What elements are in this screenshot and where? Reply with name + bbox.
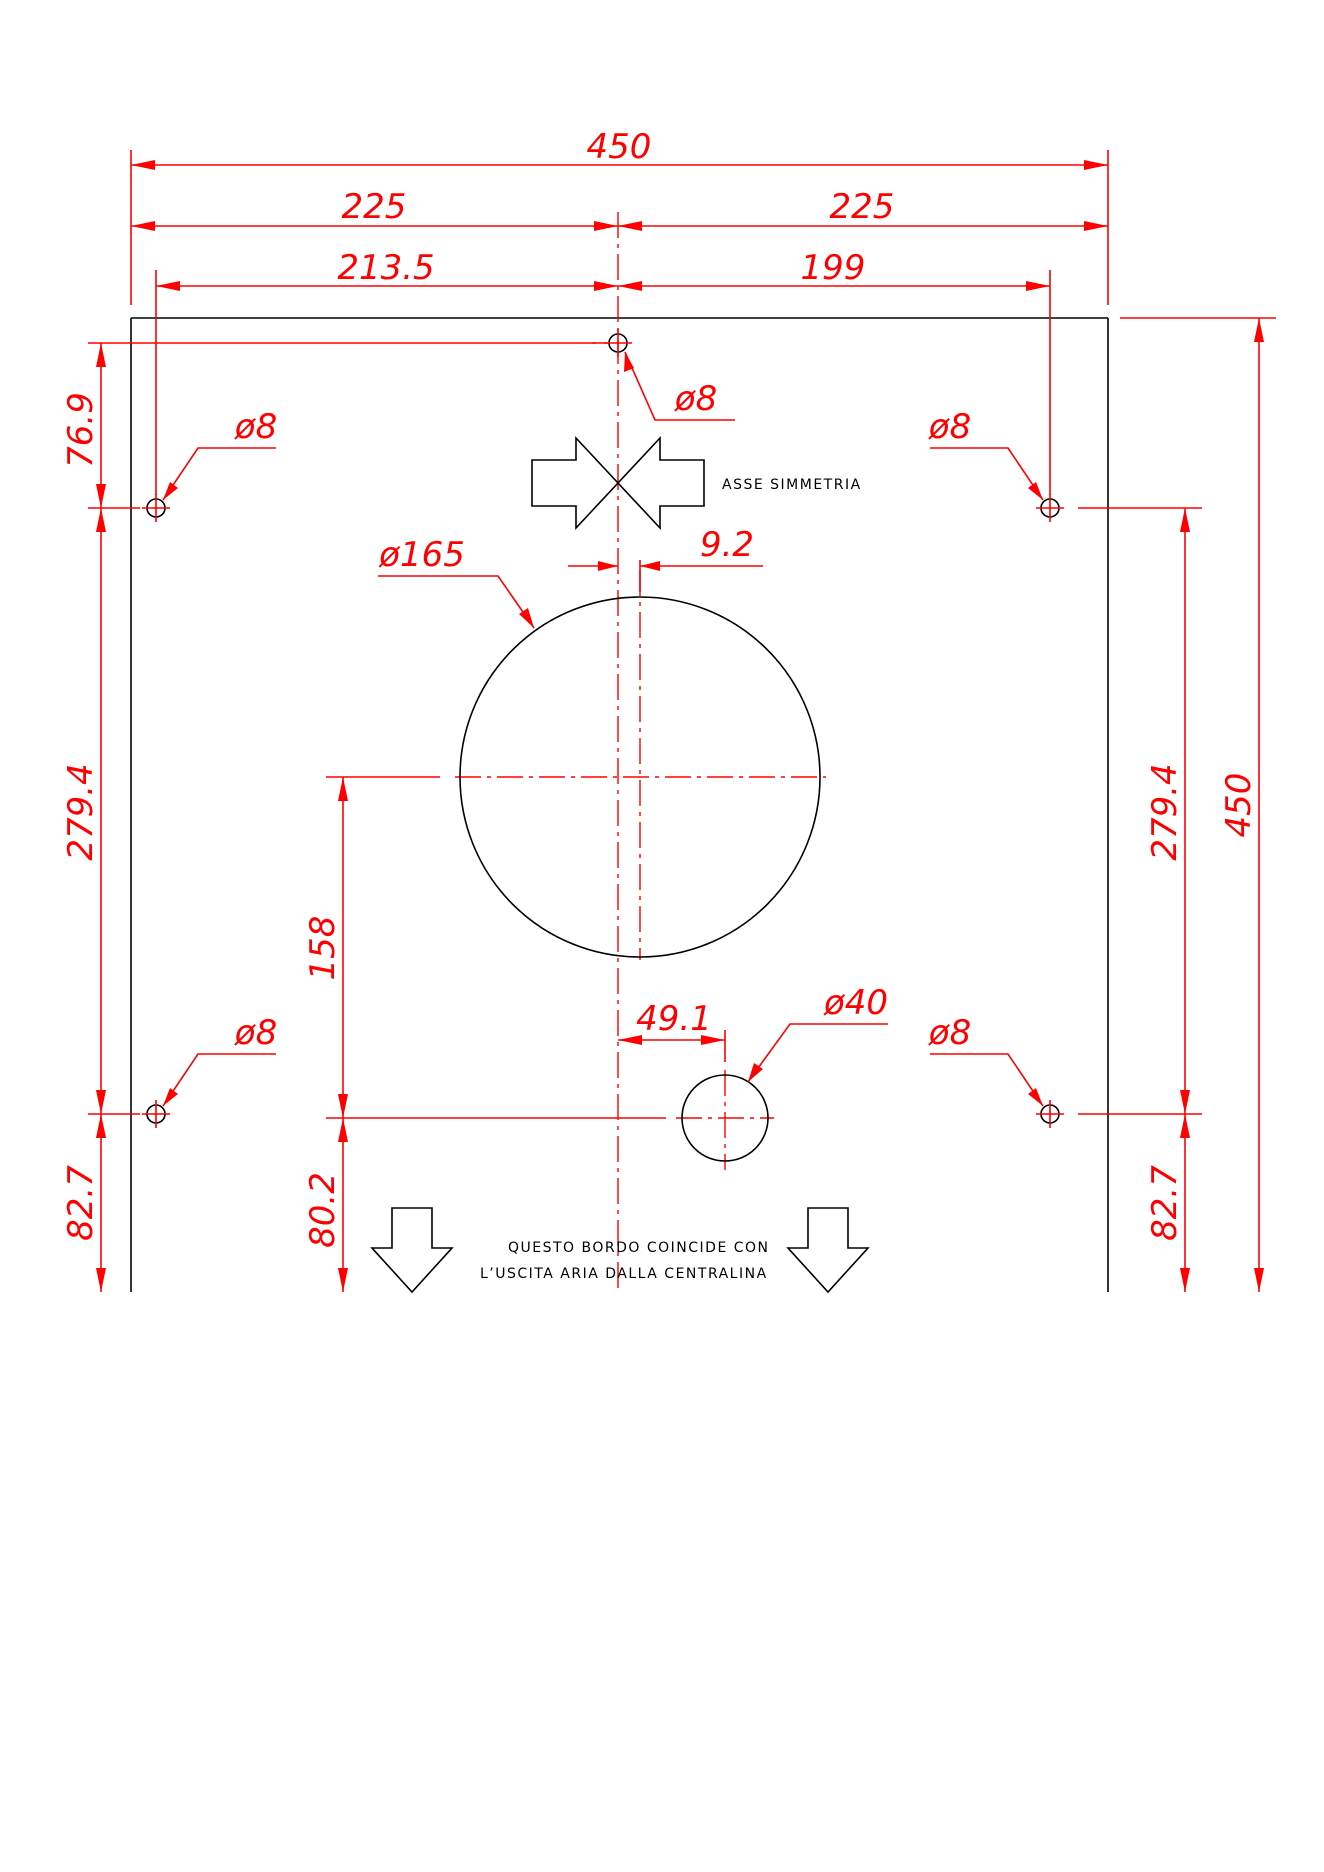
offset-dimensions bbox=[568, 560, 763, 1062]
dia-upper-right-hole: ø8 bbox=[928, 407, 971, 447]
holes bbox=[142, 329, 1064, 1161]
dim-half-right: 225 bbox=[830, 187, 895, 227]
dim-left-top: 76.9 bbox=[61, 392, 101, 468]
lower-right-hole bbox=[1036, 1100, 1064, 1128]
dia-lower-left-hole: ø8 bbox=[234, 1013, 277, 1053]
dia-upper-left-hole: ø8 bbox=[234, 407, 277, 447]
dia-lower-right-hole: ø8 bbox=[928, 1013, 971, 1053]
dim-inner-158: 158 bbox=[303, 916, 343, 981]
dim-hole-right-offset: 199 bbox=[801, 248, 866, 288]
symmetry-axis-label: ASSE SIMMETRIA bbox=[722, 477, 862, 493]
dim-overall-height: 450 bbox=[1219, 773, 1259, 838]
upper-left-hole bbox=[142, 494, 170, 522]
upper-right-hole bbox=[1036, 494, 1064, 522]
diameter-leaders bbox=[163, 352, 1043, 1106]
edge-note-line2: L’USCITA ARIA DALLA CENTRALINA bbox=[480, 1266, 768, 1282]
dia-big-hole: ø165 bbox=[378, 535, 465, 575]
dim-left-bottom: 82.7 bbox=[61, 1165, 101, 1241]
plate-outline bbox=[131, 318, 1108, 1292]
dim-small-hole-offset: 49.1 bbox=[636, 999, 712, 1039]
edge-note-line1: QUESTO BORDO COINCIDE CON bbox=[508, 1240, 770, 1256]
dim-right-bottom: 82.7 bbox=[1145, 1165, 1185, 1241]
lower-left-hole bbox=[142, 1100, 170, 1128]
dia-small-hole: ø40 bbox=[823, 983, 888, 1023]
dim-big-hole-offset: 9.2 bbox=[700, 525, 754, 565]
dim-overall-width: 450 bbox=[587, 127, 652, 167]
dim-half-left: 225 bbox=[342, 187, 407, 227]
dim-right-mid: 279.4 bbox=[1145, 763, 1185, 860]
dia-top-hole: ø8 bbox=[674, 379, 717, 419]
dim-inner-80: 80.2 bbox=[303, 1172, 343, 1248]
center-lines bbox=[455, 212, 826, 1292]
left-dimensions bbox=[88, 343, 666, 1292]
dim-left-mid: 279.4 bbox=[61, 763, 101, 860]
dim-hole-left-offset: 213.5 bbox=[337, 248, 434, 288]
